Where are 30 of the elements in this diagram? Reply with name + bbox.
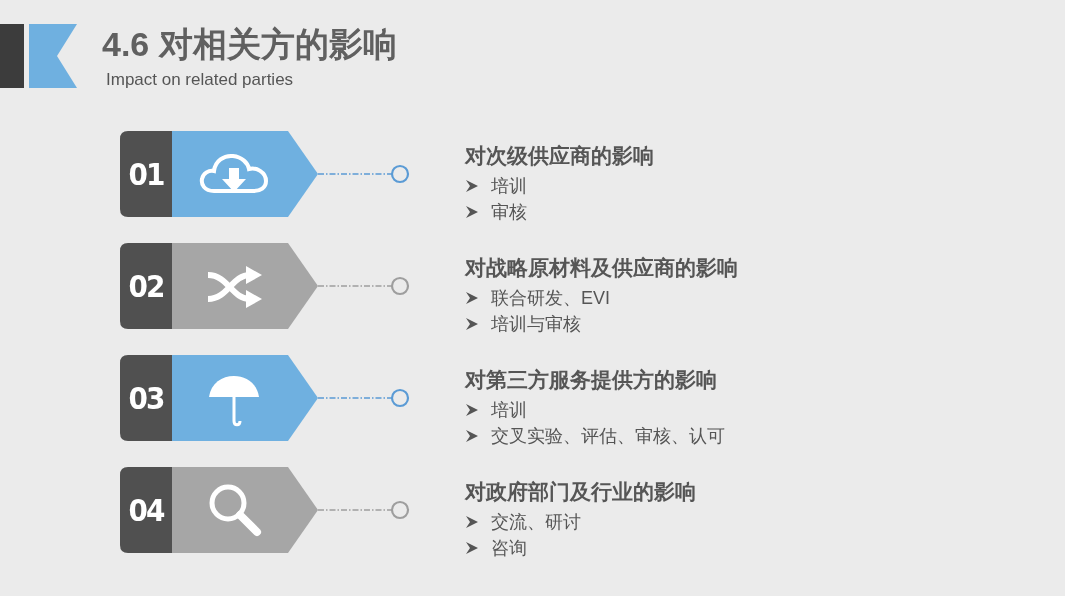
bullet-item: 培训与审核: [491, 313, 581, 336]
connector-end-circle: [390, 500, 410, 520]
step-number: 01: [127, 155, 165, 193]
section-heading: 对政府部门及行业的影响: [465, 479, 696, 505]
connector-end-circle: [390, 164, 410, 184]
subtitle: Impact on related parties: [106, 70, 294, 90]
bullet-item: 联合研发、EVI: [491, 287, 610, 310]
step-number: 02: [127, 267, 165, 305]
numbered-tag: [120, 131, 320, 217]
section-heading: 对次级供应商的影响: [465, 143, 654, 169]
section-heading: 对第三方服务提供方的影响: [465, 367, 718, 393]
dash-dot-connector: [317, 509, 393, 511]
dash-dot-connector: [317, 285, 393, 287]
bullet-item: 审核: [491, 201, 527, 224]
dash-dot-connector: [317, 173, 393, 175]
numbered-tag: [120, 243, 320, 329]
connector-end-circle: [390, 388, 410, 408]
bullet-item: 交叉实验、评估、审核、认可: [491, 425, 725, 448]
connector-end-circle: [390, 276, 410, 296]
bullet-item: 培训: [491, 399, 527, 422]
bullet-item: 培训: [491, 175, 527, 198]
step-number: 03: [127, 379, 165, 417]
step-number: 04: [127, 491, 165, 529]
numbered-tag: [120, 467, 320, 553]
dash-dot-connector: [317, 397, 393, 399]
bullet-item: 咨询: [491, 537, 527, 560]
section-heading: 对战略原材料及供应商的影响: [465, 255, 738, 281]
title: 4.6 对相关方的影响: [102, 24, 397, 65]
numbered-tag: [120, 355, 320, 441]
bullet-item: 交流、研讨: [491, 511, 581, 534]
